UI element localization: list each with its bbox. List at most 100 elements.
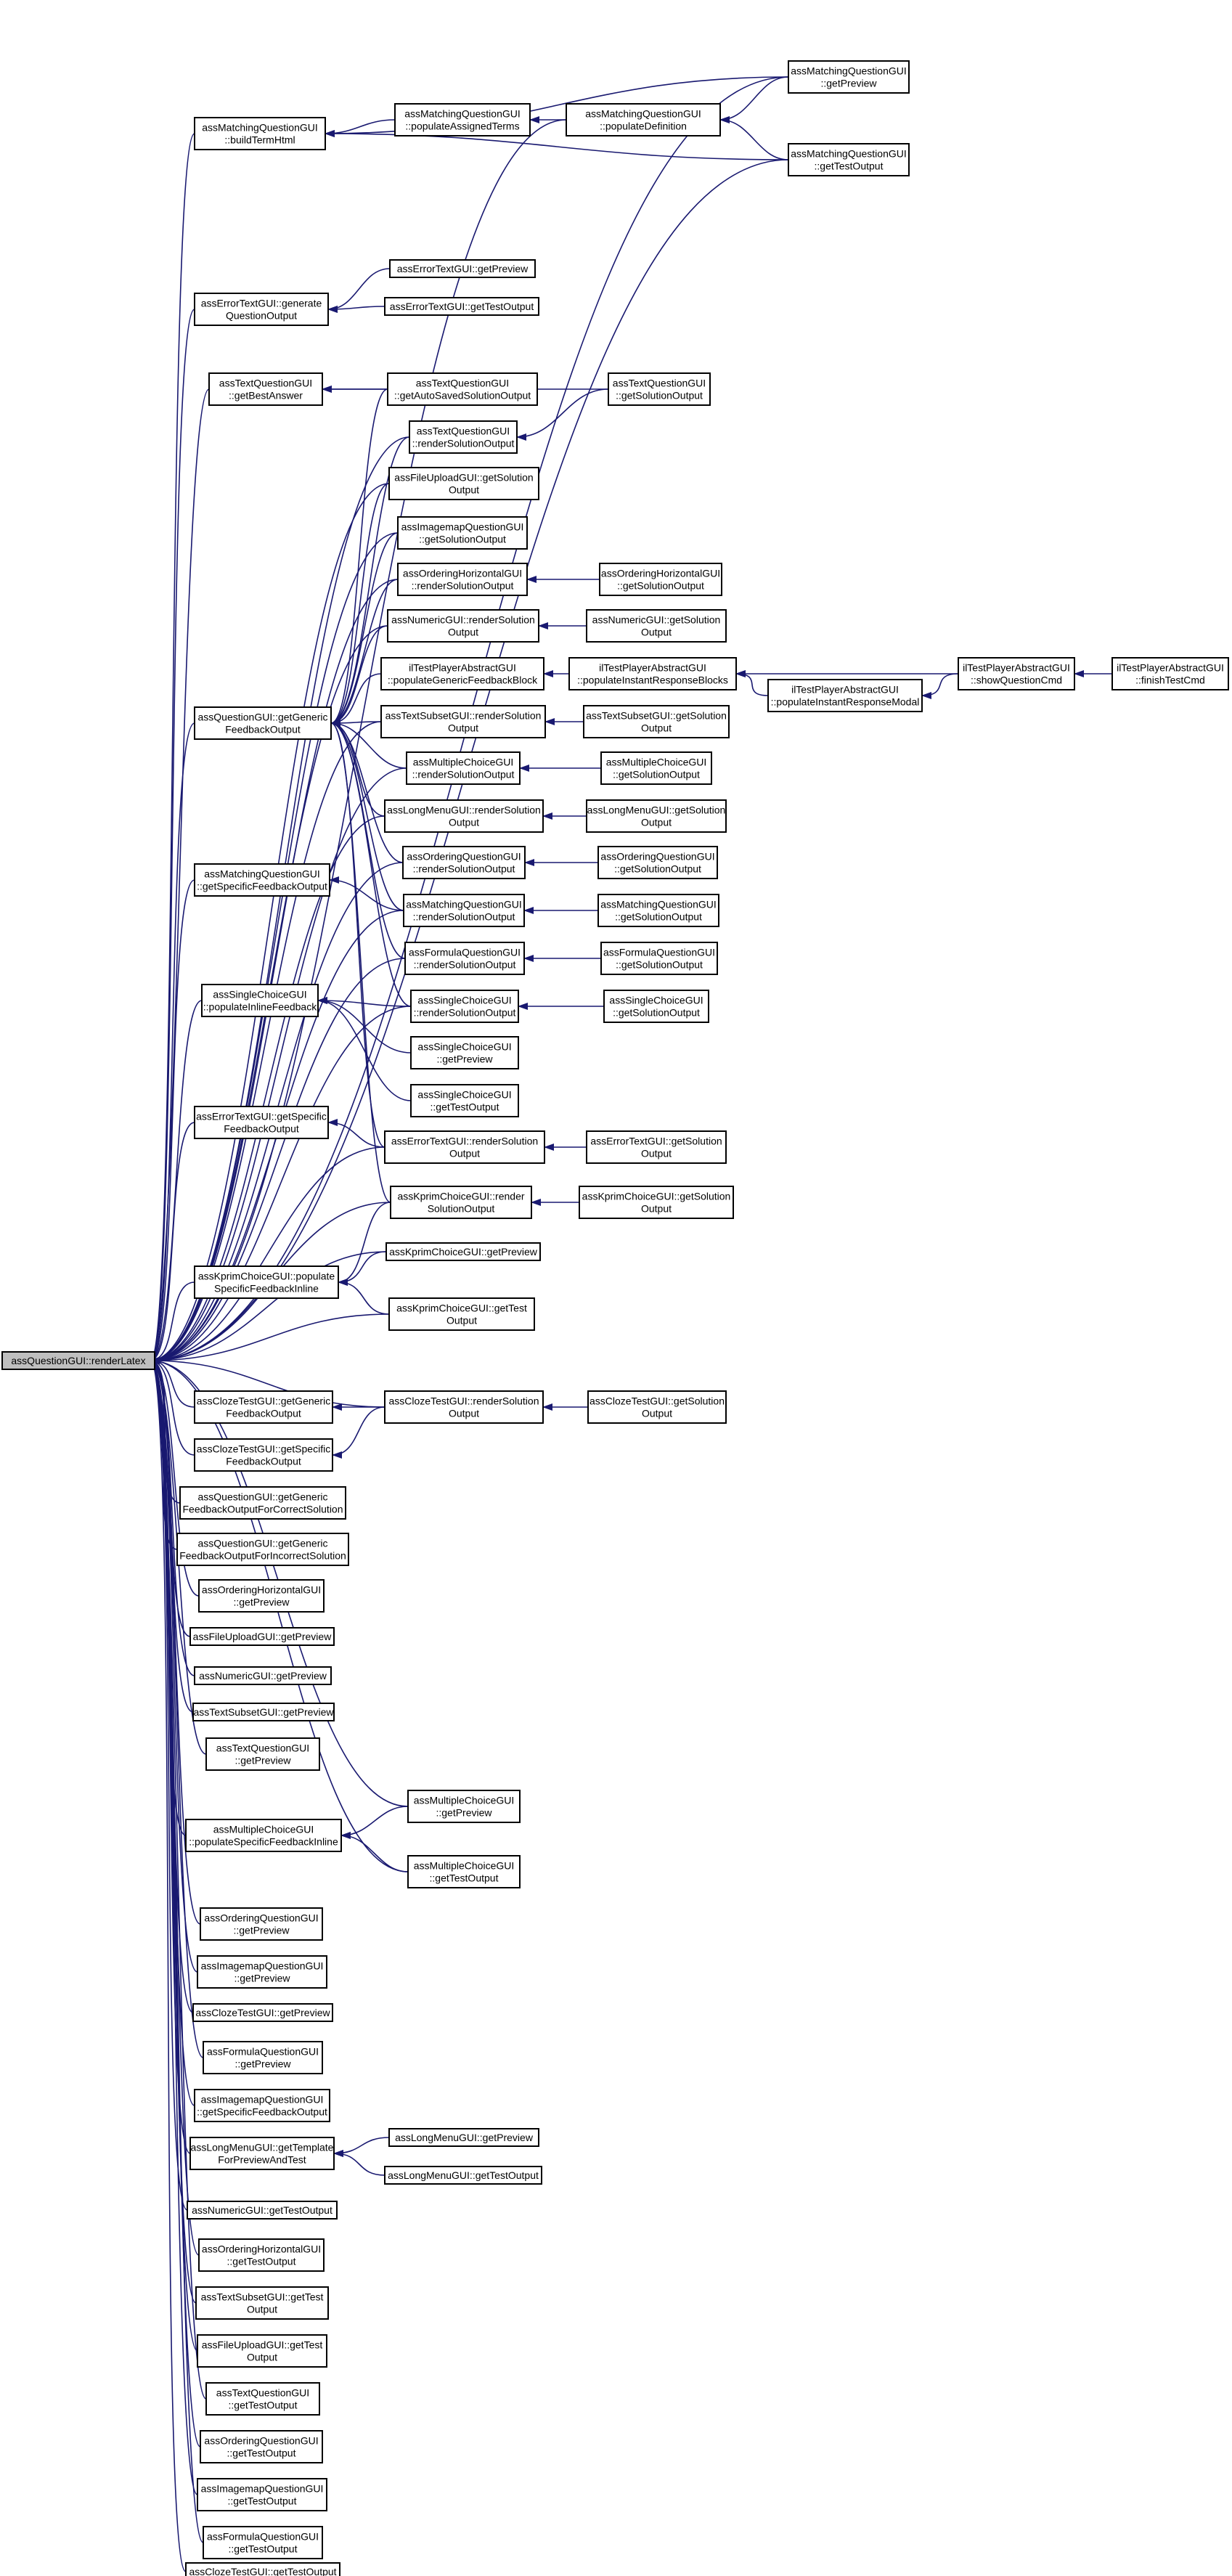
node-oq_gso[interactable]: assOrderingQuestionGUI::getSolutionOutpu… [597,846,718,879]
node-mq_gso[interactable]: assMatchingQuestionGUI::getSolutionOutpu… [597,894,719,927]
node-tp_pgf[interactable]: ilTestPlayerAbstractGUI::populateGeneric… [380,657,544,690]
node-box [380,705,546,738]
node-fu_test[interactable]: assFileUploadGUI::getTestOutput [197,2334,327,2368]
node-lm_rso[interactable]: assLongMenuGUI::renderSolutionOutput [384,799,544,833]
node-kp_gso[interactable]: assKprimChoiceGUI::getSolutionOutput [579,1186,734,1219]
node-kp_rso[interactable]: assKprimChoiceGUI::renderSolutionOutput [390,1186,532,1219]
node-mq_prev[interactable]: assMatchingQuestionGUI::getPreview [788,60,910,94]
node-ts_prev[interactable]: assTextSubsetGUI::getPreview [192,1703,335,1721]
node-et_gso[interactable]: assErrorTextGUI::getSolutionOutput [586,1130,727,1164]
node-tp_ftc[interactable]: ilTestPlayerAbstractGUI::finishTestCmd [1111,657,1229,690]
node-lm_test[interactable]: assLongMenuGUI::getTestOutput [384,2166,542,2185]
node-root[interactable]: assQuestionGUI::renderLatex [1,1351,155,1370]
node-sc_test[interactable]: assSingleChoiceGUI::getTestOutput [410,1084,519,1117]
node-im_gso[interactable]: assImagemapQuestionGUI::getSolutionOutpu… [397,516,528,550]
node-box [958,657,1075,690]
node-tp_sqc[interactable]: ilTestPlayerAbstractGUI::showQuestionCmd [958,657,1075,690]
node-fq_gso[interactable]: assFormulaQuestionGUI::getSolutionOutput [600,942,718,975]
node-box [387,609,539,643]
node-mc_gso[interactable]: assMultipleChoiceGUI::getSolutionOutput [600,751,712,785]
node-kp_test[interactable]: assKprimChoiceGUI::getTestOutput [388,1297,535,1331]
node-ts_rso[interactable]: assTextSubsetGUI::renderSolutionOutput [380,705,546,738]
edge-oq_rso-to-qg_gen [330,720,404,863]
node-oh_rso[interactable]: assOrderingHorizontalGUI::renderSolution… [397,563,528,596]
node-kp_prev[interactable]: assKprimChoiceGUI::getPreview [385,1242,541,1261]
edge-mq_test-to-mq_pd [719,116,789,160]
node-et_rso[interactable]: assErrorTextGUI::renderSolutionOutput [384,1130,545,1164]
node-tq_auto[interactable]: assTextQuestionGUI::getAutoSavedSolution… [387,372,538,406]
node-ct_rso[interactable]: assClozeTestGUI::renderSolutionOutput [384,1390,544,1424]
node-sc_prev[interactable]: assSingleChoiceGUI::getPreview [410,1036,519,1069]
node-label: FeedbackOutput [226,1456,301,1467]
node-mq_test[interactable]: assMatchingQuestionGUI::getTestOutput [788,143,910,176]
node-label: ::renderSolutionOutput [412,769,515,780]
node-tq_gso[interactable]: assTextQuestionGUI::getSolutionOutput [608,372,711,406]
node-fq_prev[interactable]: assFormulaQuestionGUI::getPreview [203,2041,323,2074]
node-label: assMatchingQuestionGUI [404,108,521,120]
node-et_sfo[interactable]: assErrorTextGUI::getSpecificFeedbackOutp… [194,1106,329,1139]
node-ct_gso[interactable]: assClozeTestGUI::getSolutionOutput [587,1390,727,1424]
node-nu_test[interactable]: assNumericGUI::getTestOutput [187,2201,338,2220]
node-box [579,1186,734,1219]
node-tq_test[interactable]: assTextQuestionGUI::getTestOutput [205,2382,320,2416]
node-nu_prev[interactable]: assNumericGUI::getPreview [194,1666,332,1685]
node-im_sfo[interactable]: assImagemapQuestionGUI::getSpecificFeedb… [194,2089,330,2122]
node-ct_gfo[interactable]: assClozeTestGUI::getGenericFeedbackOutpu… [194,1390,333,1424]
node-et_prev[interactable]: assErrorTextGUI::getPreview [389,259,536,278]
node-lm_prev[interactable]: assLongMenuGUI::getPreview [388,2128,539,2147]
node-mq_sfo[interactable]: assMatchingQuestionGUI::getSpecificFeedb… [194,863,330,897]
node-fu_prev[interactable]: assFileUploadGUI::getPreview [189,1627,335,1646]
node-box [410,990,519,1023]
node-mq_build[interactable]: assMatchingQuestionGUI::buildTermHtml [194,117,326,150]
node-label: ::populateInlineFeedback [203,1001,317,1013]
node-et_test[interactable]: assErrorTextGUI::getTestOutput [384,297,539,316]
node-tp_pirm[interactable]: ilTestPlayerAbstractGUI::populateInstant… [767,679,923,712]
node-tp_pirb[interactable]: ilTestPlayerAbstractGUI::populateInstant… [568,657,737,690]
node-label: ::getPreview [436,1807,492,1819]
node-sc_gso[interactable]: assSingleChoiceGUI::getSolutionOutput [603,990,709,1023]
node-mq_rso[interactable]: assMatchingQuestionGUI::renderSolutionOu… [403,894,525,927]
node-qg_gfc[interactable]: assQuestionGUI::getGenericFeedbackOutput… [179,1486,346,1520]
node-mq_pat[interactable]: assMatchingQuestionGUI::populateAssigned… [394,103,531,136]
node-label: assLongMenuGUI::getSolution [587,804,726,816]
node-ts_gso[interactable]: assTextSubsetGUI::getSolutionOutput [583,705,730,738]
node-fu_gso[interactable]: assFileUploadGUI::getSolutionOutput [388,467,539,500]
node-box [201,984,319,1017]
node-fq_test[interactable]: assFormulaQuestionGUI::getTestOutput [203,2526,323,2559]
node-sc_rso[interactable]: assSingleChoiceGUI::renderSolutionOutput [410,990,519,1023]
node-nu_rso[interactable]: assNumericGUI::renderSolutionOutput [387,609,539,643]
node-mq_pd[interactable]: assMatchingQuestionGUI::populateDefiniti… [566,103,721,136]
node-oq_rso[interactable]: assOrderingQuestionGUI::renderSolutionOu… [402,846,526,879]
node-ct_test[interactable]: assClozeTestGUI::getTestOutput [185,2562,340,2576]
node-tq_best[interactable]: assTextQuestionGUI::getBestAnswer [208,372,323,406]
node-qg_gfi[interactable]: assQuestionGUI::getGenericFeedbackOutput… [176,1533,349,1566]
node-mc_test[interactable]: assMultipleChoiceGUI::getTestOutput [407,1855,521,1888]
node-oq_test[interactable]: assOrderingQuestionGUI::getTestOutput [200,2430,323,2463]
node-kp_psfi[interactable]: assKprimChoiceGUI::populateSpecificFeedb… [194,1265,339,1299]
node-nu_gso[interactable]: assNumericGUI::getSolutionOutput [586,609,727,643]
node-ct_sfo[interactable]: assClozeTestGUI::getSpecificFeedbackOutp… [194,1438,333,1472]
node-lm_gso[interactable]: assLongMenuGUI::getSolutionOutput [586,799,727,833]
node-mc_prev[interactable]: assMultipleChoiceGUI::getPreview [407,1790,521,1823]
node-mc_psfi[interactable]: assMultipleChoiceGUI::populateSpecificFe… [185,1819,342,1852]
node-oq_prev[interactable]: assOrderingQuestionGUI::getPreview [200,1907,323,1941]
node-oh_prev[interactable]: assOrderingHorizontalGUI::getPreview [198,1579,325,1613]
node-oh_gso[interactable]: assOrderingHorizontalGUI::getSolutionOut… [599,563,722,596]
node-ts_test[interactable]: assTextSubsetGUI::getTestOutput [195,2286,329,2320]
node-label: assSingleChoiceGUI [417,995,511,1006]
node-box [384,2166,542,2185]
node-lm_gtp[interactable]: assLongMenuGUI::getTemplateForPreviewAnd… [189,2137,335,2170]
node-ct_prev[interactable]: assClozeTestGUI::getPreview [192,2003,333,2022]
node-tq_rso[interactable]: assTextQuestionGUI::renderSolutionOutput [409,420,518,454]
node-mc_rso[interactable]: assMultipleChoiceGUI::renderSolutionOutp… [406,751,521,785]
node-tq_prev[interactable]: assTextQuestionGUI::getPreview [205,1737,320,1771]
node-label: assTextQuestionGUI [417,425,510,437]
node-oh_test[interactable]: assOrderingHorizontalGUI::getTestOutput [198,2238,325,2272]
node-im_prev[interactable]: assImagemapQuestionGUI::getPreview [197,1955,327,1989]
node-im_test[interactable]: assImagemapQuestionGUI::getTestOutput [197,2478,327,2511]
node-fq_rso[interactable]: assFormulaQuestionGUI::renderSolutionOut… [404,942,525,975]
node-sc_pif[interactable]: assSingleChoiceGUI::populateInlineFeedba… [201,984,319,1017]
node-label: ForPreviewAndTest [218,2154,306,2166]
